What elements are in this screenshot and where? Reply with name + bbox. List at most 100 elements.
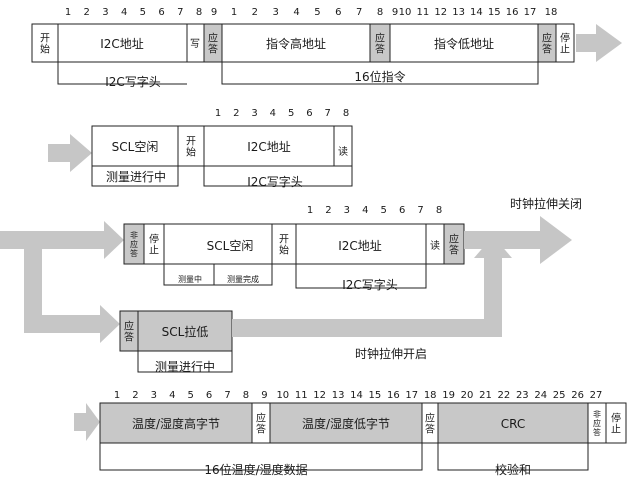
ack-label: 应答 bbox=[124, 320, 134, 344]
temp-high-byte-cell bbox=[99, 402, 253, 444]
bit-number: 23 bbox=[516, 390, 529, 401]
bracket-measure-done bbox=[214, 264, 273, 286]
label-char: 应 bbox=[375, 32, 385, 45]
label-char: 非 bbox=[593, 409, 601, 419]
bit-number: 8 bbox=[243, 390, 249, 401]
scl-low-label: SCL拉低 bbox=[162, 324, 209, 339]
bit-number: 4 bbox=[121, 7, 127, 18]
bit-number: 17 bbox=[524, 7, 537, 18]
bit-number: 5 bbox=[288, 108, 294, 119]
bit-number: 15 bbox=[369, 390, 382, 401]
i2c-address-cell bbox=[203, 125, 335, 167]
ack-label: 应答 bbox=[256, 412, 266, 436]
bit-number: 21 bbox=[479, 390, 492, 401]
bit-number: 26 bbox=[571, 390, 584, 401]
bit-number: 1 bbox=[231, 7, 237, 18]
bit-number: 18 bbox=[545, 7, 558, 18]
label-char: 应 bbox=[593, 418, 601, 428]
bit-number: 18 bbox=[424, 390, 437, 401]
command-low-cell bbox=[389, 23, 539, 63]
read-bit-cell bbox=[333, 125, 353, 167]
label-char: 停 bbox=[149, 233, 159, 246]
bit-number: 10 bbox=[276, 390, 289, 401]
bracket-data16 bbox=[99, 443, 423, 471]
temp-low-byte-cell bbox=[269, 402, 423, 444]
bit-number: 2 bbox=[84, 7, 90, 18]
label-char: 开 bbox=[40, 34, 50, 45]
bit-number: 7 bbox=[325, 108, 331, 119]
bit-number: 8 bbox=[343, 108, 349, 119]
label-char: 应 bbox=[425, 412, 435, 425]
label-char: 答 bbox=[425, 423, 435, 436]
i2c-address-label: I2C地址 bbox=[338, 239, 382, 253]
measuring-label: 测量进行中 bbox=[155, 359, 215, 374]
flow-arrow bbox=[74, 403, 100, 441]
label-char: 应 bbox=[124, 320, 134, 333]
label-char: 开 bbox=[279, 235, 289, 246]
bit-number: 4 bbox=[270, 108, 276, 119]
label-char: 应 bbox=[542, 32, 552, 45]
label-char: 答 bbox=[256, 423, 266, 436]
bracket-i2c-write-header bbox=[203, 166, 353, 187]
cmd16-label: 16位指令 bbox=[354, 69, 405, 84]
start-label: 开始 bbox=[279, 235, 289, 257]
bracket-measuring-short bbox=[163, 264, 215, 286]
bit-number: 15 bbox=[488, 7, 501, 18]
i2c-address-cell bbox=[295, 223, 427, 265]
label-char: 答 bbox=[449, 244, 459, 257]
i2c-address-label: I2C地址 bbox=[247, 140, 291, 154]
start-cell bbox=[271, 223, 297, 265]
bit-number: 20 bbox=[461, 390, 474, 401]
temp-low-byte-label: 温度/湿度低字节 bbox=[302, 416, 390, 431]
bit-number: 9 bbox=[261, 390, 267, 401]
ack-label: 应答 bbox=[208, 32, 218, 56]
bracket-measuring bbox=[91, 166, 179, 187]
bit-number: 12 bbox=[313, 390, 326, 401]
label-char: 应 bbox=[449, 233, 459, 246]
bit-number: 6 bbox=[399, 205, 405, 216]
bit-number: 24 bbox=[534, 390, 547, 401]
ack-label: 应答 bbox=[542, 32, 552, 56]
clock-stretch-on-label: 时钟拉伸开启 bbox=[355, 346, 427, 361]
data16-label: 16位温度/湿度数据 bbox=[204, 462, 307, 477]
start-label: 开始 bbox=[40, 34, 50, 56]
scl-idle-label: SCL空闲 bbox=[112, 140, 159, 154]
label-char: 止 bbox=[611, 424, 621, 436]
label-char: 应 bbox=[208, 32, 218, 45]
bit-number: 1 bbox=[307, 205, 313, 216]
branch-arrow bbox=[0, 231, 120, 343]
bit-number: 16 bbox=[506, 7, 519, 18]
label-char: 答 bbox=[130, 248, 138, 258]
bit-number: 5 bbox=[188, 390, 194, 401]
label-char: 答 bbox=[375, 43, 385, 56]
bracket-checksum bbox=[437, 443, 589, 471]
bit-number: 4 bbox=[362, 205, 368, 216]
bit-number: 25 bbox=[553, 390, 566, 401]
ack-label: 应答 bbox=[449, 233, 459, 257]
label-char: 始 bbox=[40, 43, 50, 56]
bracket-measuring bbox=[137, 351, 233, 373]
flow-arrow bbox=[576, 24, 622, 62]
flow-arrow bbox=[36, 221, 124, 259]
read-bit-label: 读 bbox=[338, 145, 348, 158]
label-char: 始 bbox=[186, 146, 196, 159]
measuring-label: 测量进行中 bbox=[106, 169, 166, 184]
i2c-write-header-label: I2C写字头 bbox=[247, 174, 303, 189]
stop-cell bbox=[605, 402, 627, 444]
bit-number: 7 bbox=[356, 7, 362, 18]
label-char: 非 bbox=[130, 230, 138, 240]
i2c-address-label: I2C地址 bbox=[100, 37, 144, 51]
measuring-short-label: 测量中 bbox=[178, 274, 202, 284]
flow-arrow bbox=[464, 216, 572, 264]
bit-number: 16 bbox=[387, 390, 400, 401]
bit-number: 11 bbox=[295, 390, 308, 401]
i2c-write-header-label: I2C写字头 bbox=[105, 74, 161, 89]
bit-number: 4 bbox=[293, 7, 299, 18]
bit-number: 6 bbox=[158, 7, 164, 18]
bit-number: 2 bbox=[233, 108, 239, 119]
bit-number: 22 bbox=[498, 390, 511, 401]
